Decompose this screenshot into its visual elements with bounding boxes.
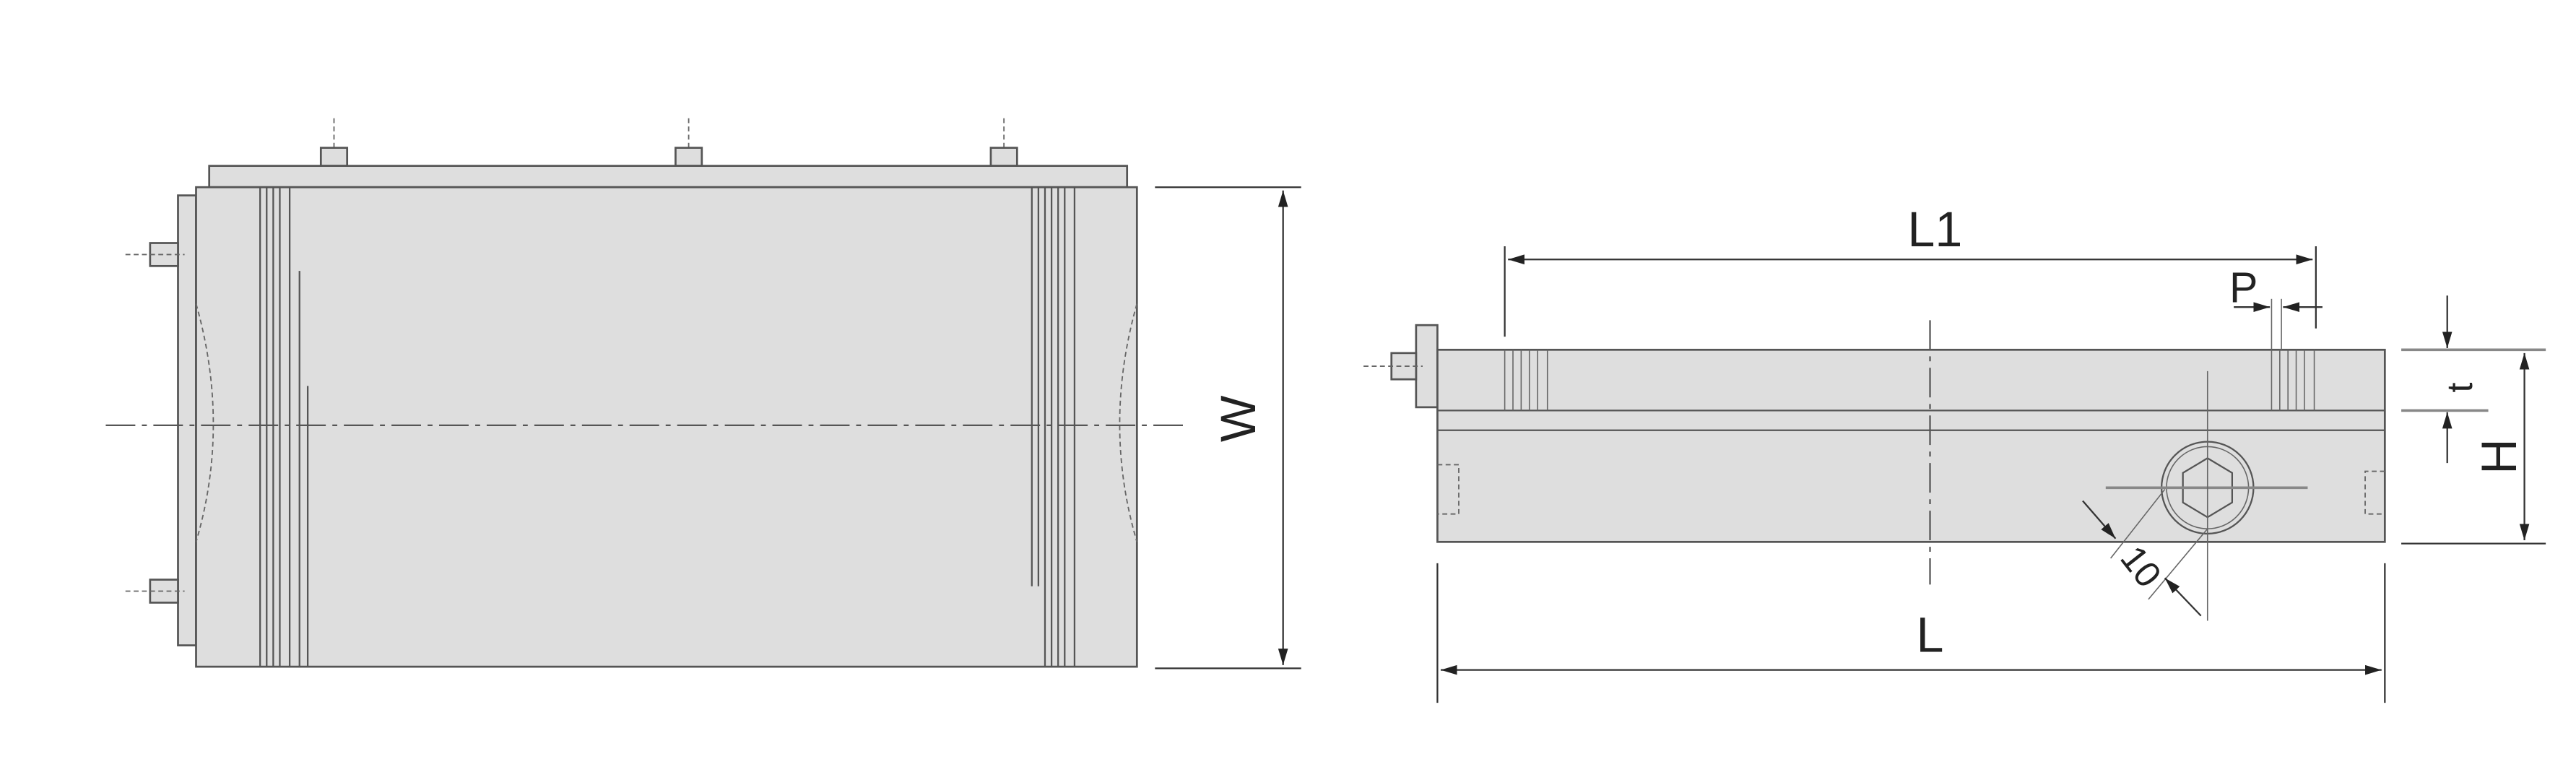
dimension-t: t (2401, 295, 2489, 464)
label-l1: L1 (1907, 202, 1962, 257)
left-plate (177, 194, 197, 646)
pole-lines-right (1031, 187, 1076, 667)
side-bolts (125, 242, 185, 604)
notch-left (1437, 464, 1460, 515)
label-l: L (1917, 608, 1944, 663)
label-w: W (1211, 395, 1266, 442)
dimension-l1: L1 (1504, 202, 2317, 337)
label-10: 10 (2112, 538, 2169, 594)
pole-lines-left (259, 187, 309, 667)
label-t: t (2440, 383, 2480, 393)
chuck-body-top (195, 186, 1138, 668)
side-view: 10 L1 P t H (1363, 202, 2546, 703)
dimension-p: P (2229, 263, 2323, 350)
chuck-body-side (1436, 348, 2386, 543)
hidden-arc-left (195, 303, 214, 542)
grooves-left (1504, 350, 1548, 411)
top-plate (208, 165, 1129, 188)
top-view: W (105, 118, 1301, 670)
dimension-w: W (1155, 186, 1301, 670)
label-p: P (2229, 263, 2258, 311)
handle-plate (1415, 324, 1439, 409)
notch-right (2364, 470, 2385, 515)
hidden-arc-right (1119, 303, 1138, 542)
handle-bolt (1390, 352, 1418, 381)
grooves-right (2271, 350, 2315, 411)
label-h: H (2472, 438, 2527, 474)
dimension-l: L (1436, 563, 2386, 703)
dimension-h: H (2401, 348, 2546, 545)
